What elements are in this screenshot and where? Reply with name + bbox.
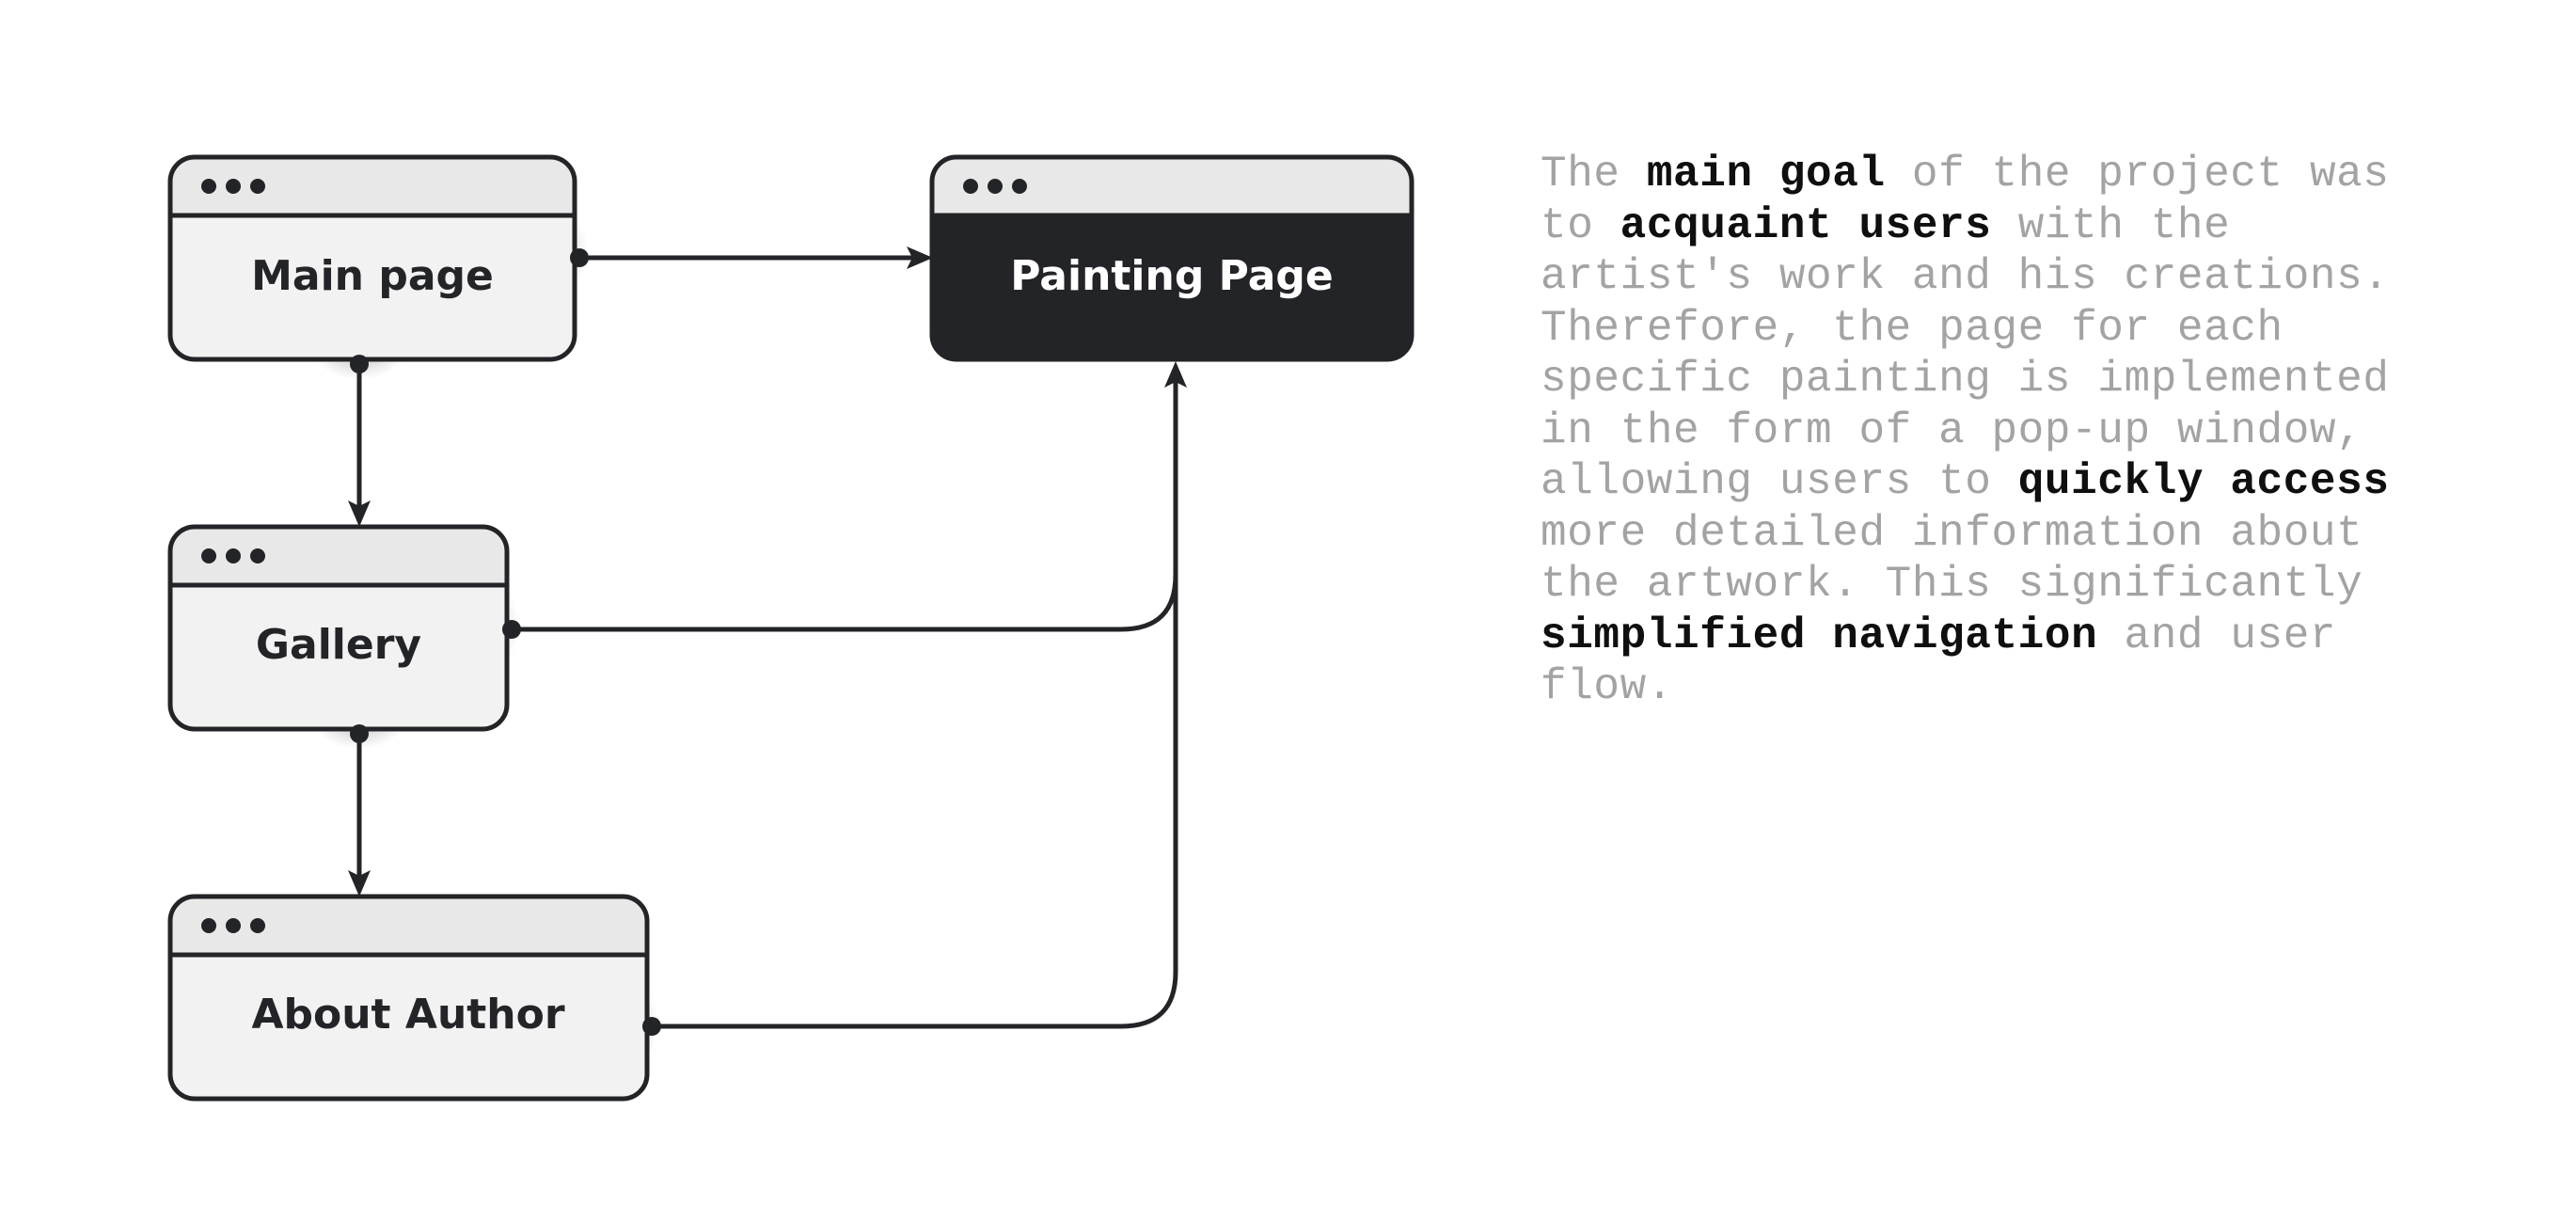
description-highlight: acquaint users <box>1620 200 1992 250</box>
arrowhead-into-painting <box>1164 361 1187 388</box>
description-line: flow. <box>1541 662 1673 711</box>
description-highlight: simplified navigation <box>1541 611 2098 660</box>
description-text: and user <box>2097 611 2337 660</box>
window-controls-icon <box>201 179 265 194</box>
description-line: simplified navigation and user <box>1541 611 2336 660</box>
edge-main-to-gallery <box>348 355 371 527</box>
project-description: The main goal of the project was to acqu… <box>1541 149 2556 713</box>
window-title-about: About Author <box>251 991 564 1039</box>
description-line: specific painting is implemented <box>1541 355 2390 404</box>
window-painting-page[interactable]: Painting Page <box>929 154 1414 362</box>
window-title-gallery: Gallery <box>256 621 421 669</box>
edge-gallery-to-painting <box>502 378 1178 639</box>
description-line: in the form of a pop-up window, <box>1541 406 2363 455</box>
window-about-author[interactable]: About Author <box>167 894 650 1102</box>
description-text: more detailed information about <box>1541 508 2363 558</box>
description-text: allowing users to <box>1541 457 2018 506</box>
description-line: the artwork. This significantly <box>1541 560 2363 609</box>
description-text: flow. <box>1541 662 1674 711</box>
description-text: in the form of a pop-up window, <box>1541 405 2363 455</box>
description-line: allowing users to quickly access <box>1541 457 2390 506</box>
description-highlight: quickly access <box>2017 457 2390 506</box>
window-gallery[interactable]: Gallery <box>167 524 510 732</box>
description-text: The <box>1541 150 1647 198</box>
window-controls-icon <box>201 918 265 933</box>
description-line: to acquaint users with the <box>1541 201 2230 250</box>
window-controls-icon <box>201 548 265 563</box>
description-text: Therefore, the page for each <box>1541 303 2284 353</box>
description-line: Therefore, the page for each <box>1541 304 2284 353</box>
description-text: of the project was <box>1885 150 2390 198</box>
window-title-painting: Painting Page <box>1010 252 1334 300</box>
description-line: artist's work and his creations. <box>1541 252 2390 301</box>
description-line: The main goal of the project was <box>1541 150 2390 198</box>
description-text: specific painting is implemented <box>1541 355 2390 404</box>
description-text: artist's work and his creations. <box>1541 252 2390 301</box>
description-highlight: main goal <box>1646 150 1886 198</box>
window-controls-icon <box>963 179 1027 194</box>
edge-main-to-painting <box>570 246 933 269</box>
edge-gallery-to-about <box>348 724 371 897</box>
description-text: with the <box>1991 200 2231 250</box>
description-text: the artwork. This significantly <box>1541 560 2363 609</box>
window-title-main: Main page <box>251 252 494 300</box>
window-main-page[interactable]: Main page <box>167 154 577 362</box>
edge-about-to-painting <box>642 378 1178 1036</box>
description-text: to <box>1541 200 1620 250</box>
description-line: more detailed information about <box>1541 509 2363 558</box>
